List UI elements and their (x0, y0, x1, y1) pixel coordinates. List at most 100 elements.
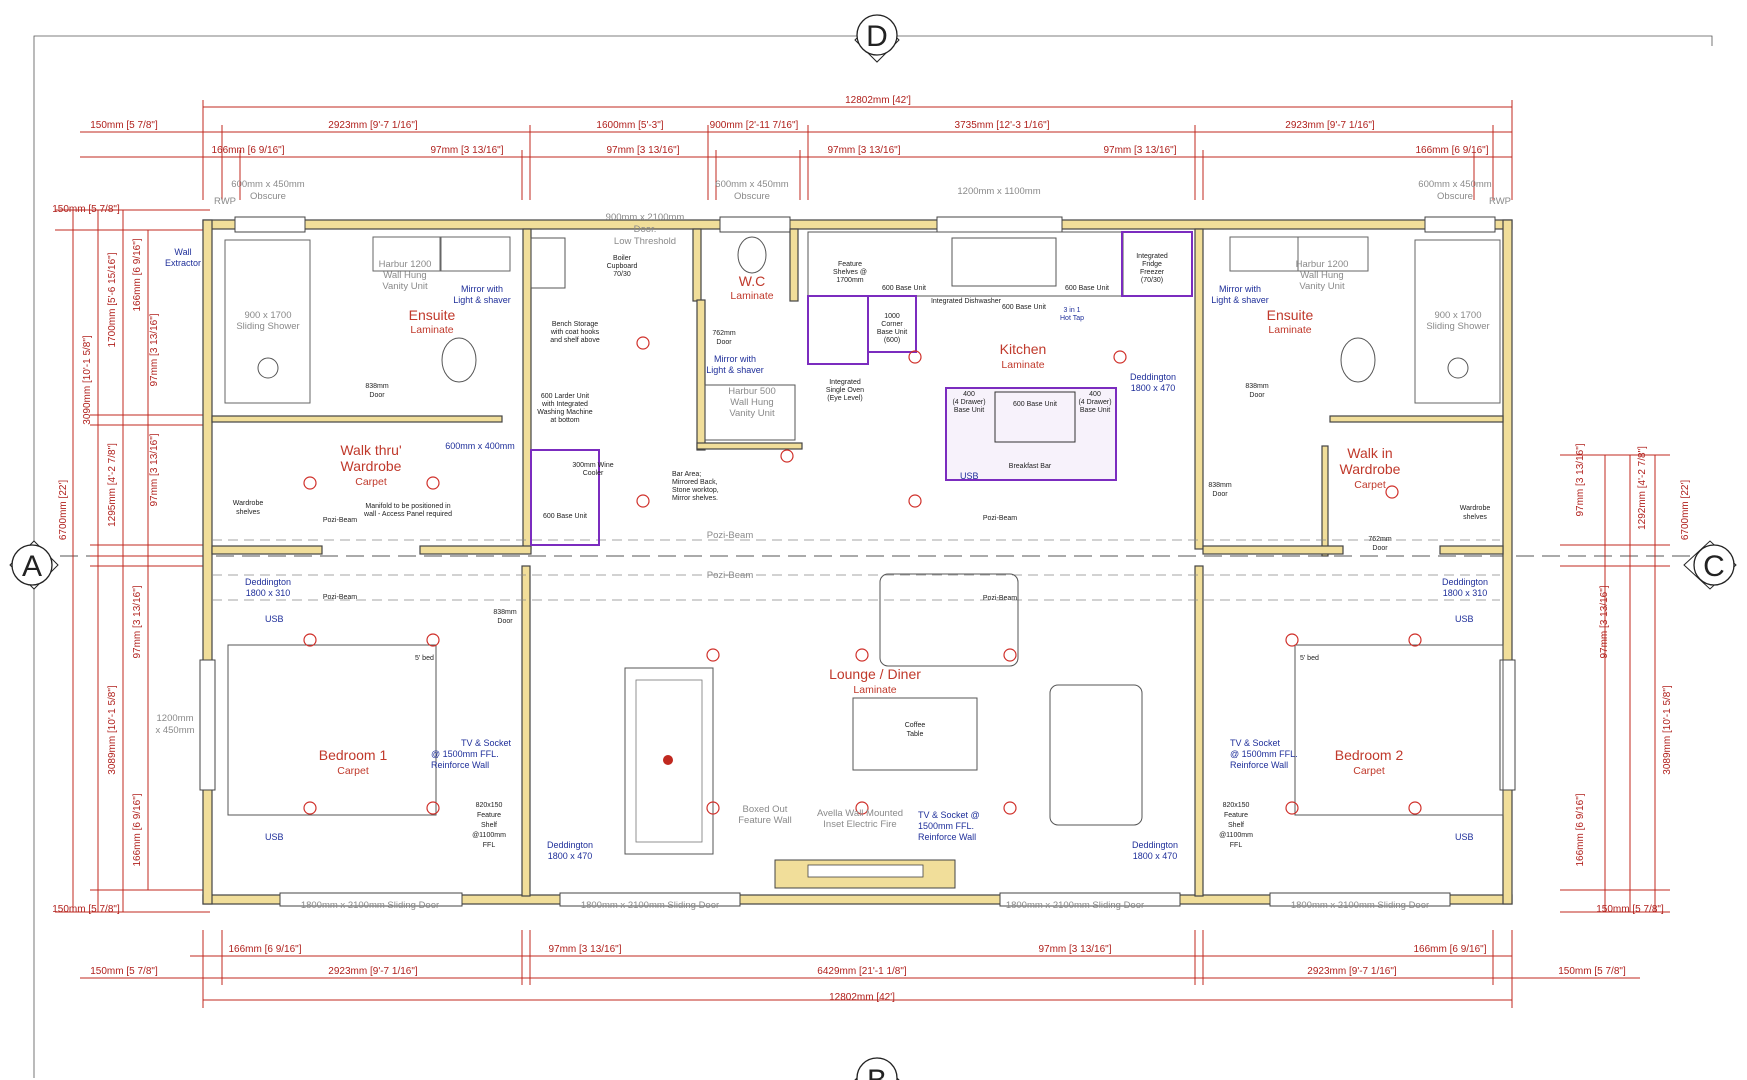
note-radiator: 600mm x 400mm (445, 441, 515, 451)
door-838-d1: 838mm (493, 609, 517, 616)
dim-top-1: 150mm [5 7/8"] (90, 120, 158, 131)
unit-wine-b: Cooler (583, 470, 604, 477)
shelf-2-d: @1100mm (1219, 832, 1253, 839)
shelf-1-b: Feature (477, 812, 501, 819)
manifold-a: Manifold to be positioned in (365, 503, 450, 510)
unit-drawer-1c: Base Unit (954, 407, 984, 414)
note-mirror-3b: Light & shaver (706, 365, 764, 375)
note-deddington-k2: 1800 x 470 (1131, 383, 1176, 393)
dim-bot-r2-5: 150mm [5 7/8"] (1558, 966, 1626, 977)
note-tv-1c: Reinforce Wall (431, 760, 489, 770)
sliding-door-3: 1800mm x 2100mm Sliding Door (1006, 900, 1144, 911)
grid-marker-right: C (1683, 540, 1737, 590)
rwp-left: RWP (214, 196, 236, 207)
door-762-a2: Door (716, 339, 732, 346)
sliding-door-4: 1800mm x 2100mm Sliding Door (1291, 900, 1429, 911)
unit-boiler-a: Boiler (613, 255, 632, 262)
dim-bot-r2-4: 2923mm [9'-7 1/16"] (1307, 966, 1397, 977)
note-deddington-r1: Deddington (1132, 840, 1178, 850)
note-tv-2a: TV & Socket (1230, 738, 1281, 748)
note-mirror-1b: Light & shaver (453, 295, 511, 305)
note-usb-1: USB (265, 614, 284, 624)
unit-bench-b: with coat hooks (550, 329, 600, 336)
note-mirror-1a: Mirror with (461, 284, 503, 294)
note-deddington-b1b: 1800 x 310 (246, 588, 291, 598)
vanity-2-c: Vanity Unit (1299, 281, 1345, 292)
dim-left-11: 166mm [6 9/16"] (132, 793, 143, 866)
vanity-2-b: Wall Hung (1300, 270, 1343, 281)
dim-bot-r2-1: 150mm [5 7/8"] (90, 966, 158, 977)
dim-left-12: 150mm [5 7/8"] (52, 904, 120, 915)
bed-2-label: 5' bed (1300, 655, 1319, 662)
grid-label-c: C (1703, 550, 1725, 583)
unit-fridge-b: Fridge (1142, 261, 1162, 268)
grid-label-a: A (22, 550, 42, 583)
room-labels: Ensuite Laminate Ensuite Laminate W.C La… (319, 273, 1404, 777)
unit-boiler-b: Cupboard (607, 263, 638, 270)
fixtures (224, 231, 1504, 889)
coffee-table-b: Table (907, 731, 924, 738)
note-mirror-3a: Mirror with (714, 354, 756, 364)
dim-left-6: 1295mm [4'-2 7/8"] (107, 443, 118, 527)
boxed-wall-a: Boxed Out (743, 804, 788, 815)
shelf-1-c: Shelf (481, 822, 497, 829)
vanity-1-c: Vanity Unit (382, 281, 428, 292)
window-2-size: 600mm x 450mm (715, 179, 788, 190)
dim-right-7: 150mm [5 7/8"] (1596, 904, 1664, 915)
room-ensuite-2: Ensuite (1267, 307, 1314, 323)
shelf-2-e: FFL (1230, 842, 1243, 849)
unit-corner-a: 1000 (884, 313, 900, 320)
note-tv-3c: Reinforce Wall (918, 832, 976, 842)
feature-shelves-a: Feature (838, 261, 862, 268)
dim-top-5: 3735mm [12'-3 1/16"] (955, 120, 1050, 131)
vanity-wc-a: Harbur 500 (728, 386, 776, 397)
note-deddington-l1: Deddington (547, 840, 593, 850)
note-tv-3b: 1500mm FFL. (918, 821, 974, 831)
dim-bot-r2-2: 2923mm [9'-7 1/16"] (328, 966, 418, 977)
unit-base-1: 600 Base Unit (882, 285, 926, 292)
unit-fridge-a: Integrated (1136, 253, 1168, 260)
grid-label-d: D (866, 20, 888, 53)
fire-b: Inset Electric Fire (823, 819, 896, 830)
vanity-wc-c: Vanity Unit (729, 408, 775, 419)
grid-marker-top: D (854, 14, 900, 63)
unit-wine-a: 300mm Wine (572, 462, 613, 469)
vanity-2-a: Harbur 1200 (1296, 259, 1349, 270)
note-deddington-k1: Deddington (1130, 372, 1176, 382)
dim-overall-bottom: 12802mm [42'] (829, 992, 895, 1003)
fire-a: Avella Wall Mounted (817, 808, 903, 819)
pozi-label-4: Pozi-Beam (323, 594, 357, 601)
dim-right-6: 166mm [6 9/16"] (1575, 793, 1586, 866)
bed-1-label: 5' bed (415, 655, 434, 662)
dim-left-4: 97mm [3 13/16"] (149, 313, 160, 386)
room-walkin-1: Walk in (1347, 445, 1392, 461)
unit-base-util: 600 Base Unit (543, 513, 587, 520)
room-kitchen: Kitchen (1000, 341, 1047, 357)
dim-top-r2-4: 97mm [3 13/16"] (827, 145, 900, 156)
unit-bench-c: and shelf above (550, 337, 600, 344)
room-ensuite-1: Ensuite (409, 307, 456, 323)
dim-right-5: 3089mm [10'-1 5/8"] (1662, 685, 1673, 775)
note-tv-1b: @ 1500mm FFL. (431, 749, 499, 759)
shower-2-a: 900 x 1700 (1434, 310, 1481, 321)
room-ensuite-2-floor: Laminate (1268, 324, 1311, 336)
bar-area-b: Mirrored Back, (672, 479, 718, 486)
door-838-d2: Door (497, 618, 513, 625)
window-2-type: Obscure (734, 191, 770, 202)
unit-oven-a: Integrated (829, 379, 861, 386)
unit-larder-b: with Integrated (541, 401, 588, 408)
door-762-b2: Door (1372, 545, 1388, 552)
door-838-a1: 838mm (365, 383, 389, 390)
window-5-size: 1200mm (157, 713, 194, 724)
window-1-size: 600mm x 450mm (231, 179, 304, 190)
dim-overall-top: 12802mm [42'] (845, 95, 911, 106)
room-walkthru-floor: Carpet (355, 476, 387, 488)
note-deddington-b1a: Deddington (245, 577, 291, 587)
dim-top-r2-6: 166mm [6 9/16"] (1415, 145, 1488, 156)
grid-marker-bottom: B (854, 1057, 900, 1080)
room-wc-floor: Laminate (730, 290, 773, 302)
note-usb-3: USB (1455, 614, 1474, 624)
note-deddington-l2: 1800 x 470 (548, 851, 593, 861)
pozi-label-2: Pozi-Beam (707, 570, 754, 581)
